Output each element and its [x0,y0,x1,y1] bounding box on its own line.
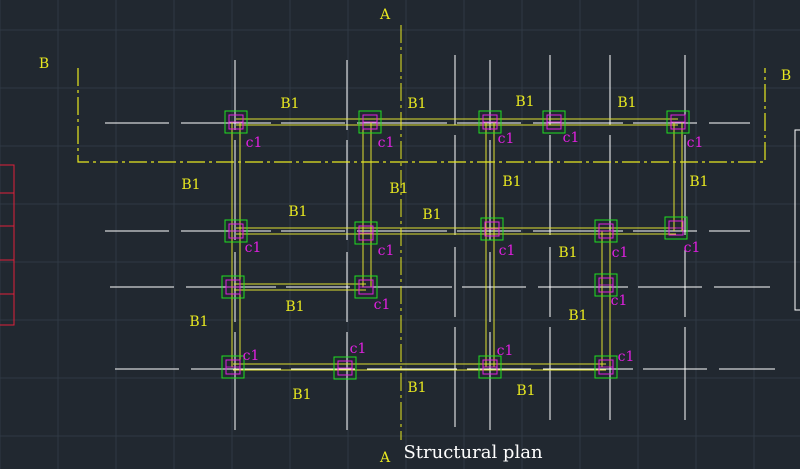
beam [234,283,366,291]
beam [236,118,678,126]
column-outline [224,110,248,134]
beam [601,231,611,367]
column-outline [354,221,378,245]
column[interactable] [224,110,248,134]
column-label: c1 [246,135,263,151]
beam-label: B1 [389,181,408,197]
column-label: c1 [684,240,701,256]
section-line-b [77,68,766,163]
column-outline [354,275,378,299]
column[interactable] [594,355,618,379]
beam-label: B1 [407,380,426,396]
column-label: c1 [378,135,395,151]
beam-label: B1 [422,207,441,223]
column-label: c1 [611,293,628,309]
column-outline [221,355,245,379]
column-outline [333,356,357,380]
column-outline [478,110,502,134]
beam-label: B1 [515,94,534,110]
column-label: c1 [612,245,629,261]
right-panel-border [794,129,800,311]
column-label: c1 [497,343,514,359]
column-outline [594,355,618,379]
section-marker-b-left: B [39,56,49,72]
column[interactable] [221,355,245,379]
beam-label: B1 [181,177,200,193]
column[interactable] [542,110,566,134]
column-label: c1 [374,297,391,313]
beam-label: B1 [617,95,636,111]
column-label: c1 [563,130,580,146]
column-outline [221,275,245,299]
section-marker-a-top: A [379,7,391,23]
column[interactable] [594,219,618,243]
column-label: c1 [499,243,516,259]
column-outline [224,219,248,243]
column-outline [666,110,690,134]
right-panel [794,129,800,311]
beam-label: B1 [189,314,208,330]
column[interactable] [358,110,382,134]
column-label: c1 [378,243,395,259]
column[interactable] [333,356,357,380]
column-outline [594,219,618,243]
beam-label: B1 [568,308,587,324]
beam-label: B1 [516,383,535,399]
column-outline [594,273,618,297]
beam-label: B1 [558,245,577,261]
beam-label: B1 [502,174,521,190]
section-marker-a-bottom: A [379,450,391,466]
column-outline [480,217,504,241]
section-marker-b-right: B [781,68,791,84]
column-outline [542,110,566,134]
column-label: c1 [350,341,367,357]
column[interactable] [221,275,245,299]
column-label: c1 [243,348,260,364]
column-label: c1 [498,131,515,147]
column[interactable] [354,275,378,299]
beam [233,363,606,371]
beam [231,122,241,367]
column[interactable] [666,110,690,134]
column[interactable] [478,110,502,134]
beam [485,122,495,367]
column[interactable] [224,219,248,243]
column[interactable] [664,216,688,240]
beam-label: B1 [407,96,426,112]
left-table [0,164,15,326]
columns [221,110,690,380]
section-lines [77,25,766,440]
column-outline [358,110,382,134]
column-label: c1 [687,135,704,151]
column-outline [664,216,688,240]
column-label: c1 [245,240,262,256]
beams [231,118,683,371]
section-markers: A A B B [39,7,791,466]
column-labels: c1 c1 c1 c1 c1 c1 c1 c1 c1 c1 c1 c1 c1 c1 c1 c1 [243,130,704,365]
beam [236,227,676,235]
column-label: c1 [618,349,635,365]
beam [673,122,683,231]
beam-label: B1 [280,96,299,112]
beam [362,122,372,287]
beam-label: B1 [292,387,311,403]
column[interactable] [478,355,502,379]
beam-label: B1 [288,204,307,220]
drawing-title: Structural plan [403,442,542,463]
beam-label: B1 [285,299,304,315]
column[interactable] [594,273,618,297]
column-outline [478,355,502,379]
column[interactable] [480,217,504,241]
left-table-border [0,164,15,326]
column[interactable] [354,221,378,245]
beam-label: B1 [689,174,708,190]
